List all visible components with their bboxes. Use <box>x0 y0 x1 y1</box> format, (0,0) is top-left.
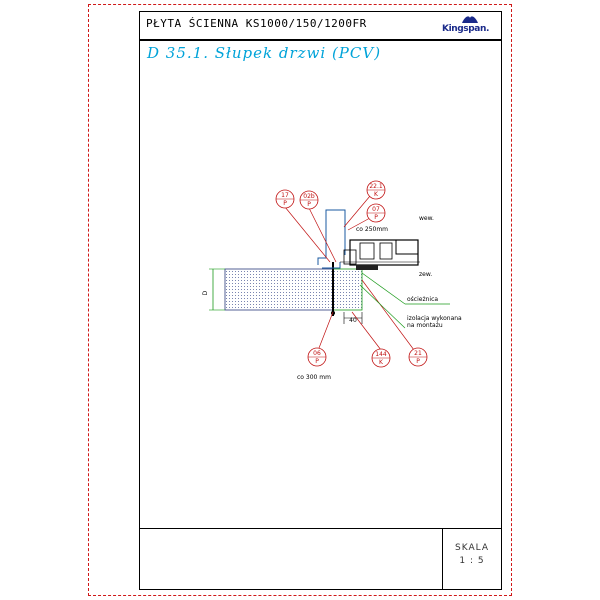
tag-02bp: 02b P <box>299 190 319 210</box>
sheet-border <box>88 4 512 596</box>
leader-02bp <box>308 207 337 263</box>
svg-text:17: 17 <box>281 192 289 199</box>
svg-text:P: P <box>307 201 311 208</box>
leader-06p <box>318 311 334 349</box>
note-spacing-bottom: co 300 mm <box>297 374 331 381</box>
door-frame <box>349 239 419 266</box>
insulation-fill <box>332 268 363 311</box>
angle-profile <box>322 262 341 269</box>
svg-text:21: 21 <box>414 350 422 357</box>
dimension-d-label: D <box>202 290 209 295</box>
detail-title: D 35.1. Słupek drzwi (PCV) <box>147 44 382 62</box>
scale-value: 1 : 5 <box>459 556 485 566</box>
tag-07p: 07 P <box>366 203 386 223</box>
note-spacing-top: co 250mm <box>356 226 388 233</box>
svg-text:P: P <box>416 358 420 365</box>
title-block-separator <box>442 528 443 590</box>
leader-144k <box>351 311 382 351</box>
tag-17p: 17 P <box>275 189 295 209</box>
svg-text:K: K <box>379 359 384 366</box>
logo-mark-icon <box>462 16 478 23</box>
leader-07p <box>347 217 371 231</box>
wall-panel <box>224 268 334 311</box>
frame-seal <box>356 265 378 270</box>
flashing-profile <box>317 209 346 265</box>
svg-text:02b: 02b <box>303 193 315 200</box>
note-side-outside: zew. <box>419 271 432 278</box>
leader-21p <box>361 279 415 351</box>
header-divider-2 <box>139 40 502 41</box>
note-side-inside: wew. <box>419 215 434 222</box>
dimension-40-label: 40 <box>349 317 357 324</box>
company-logo: Kingspan. <box>442 14 498 38</box>
frame-chamber-2 <box>359 242 375 260</box>
svg-text:06: 06 <box>313 350 321 357</box>
leader-osciezna <box>361 272 406 305</box>
svg-text:07: 07 <box>372 206 380 213</box>
leader-221k <box>343 195 371 228</box>
leader-izolacja <box>359 284 406 329</box>
svg-text:144: 144 <box>375 351 387 358</box>
svg-text:P: P <box>283 200 287 207</box>
tag-221k: 22.1 K <box>366 180 386 200</box>
drawing-frame <box>139 11 502 590</box>
svg-text:P: P <box>374 214 378 221</box>
svg-text:P: P <box>315 358 319 365</box>
tag-144k: 144 K <box>371 348 391 368</box>
tag-06p: 06 P <box>307 347 327 367</box>
frame-chamber <box>379 242 393 260</box>
note-callout-frame: ościeżnica <box>407 296 438 303</box>
note-callout-insulation-2: na montażu <box>407 322 443 329</box>
frame-anchor <box>343 249 357 265</box>
scale-label: SKALA <box>455 543 489 553</box>
sheet-title: PŁYTA ŚCIENNA KS1000/150/1200FR <box>146 17 367 30</box>
note-callout-insulation: izolacja wykonana <box>407 315 462 322</box>
logo-text: Kingspan. <box>442 24 490 34</box>
title-block-divider <box>139 528 502 529</box>
svg-text:22.1: 22.1 <box>369 183 383 190</box>
screw-head <box>331 311 335 315</box>
leader-17p <box>284 206 331 263</box>
door-sash <box>395 239 419 255</box>
svg-text:K: K <box>374 191 379 198</box>
header-divider <box>139 39 502 40</box>
tag-21p: 21 P <box>408 347 428 367</box>
